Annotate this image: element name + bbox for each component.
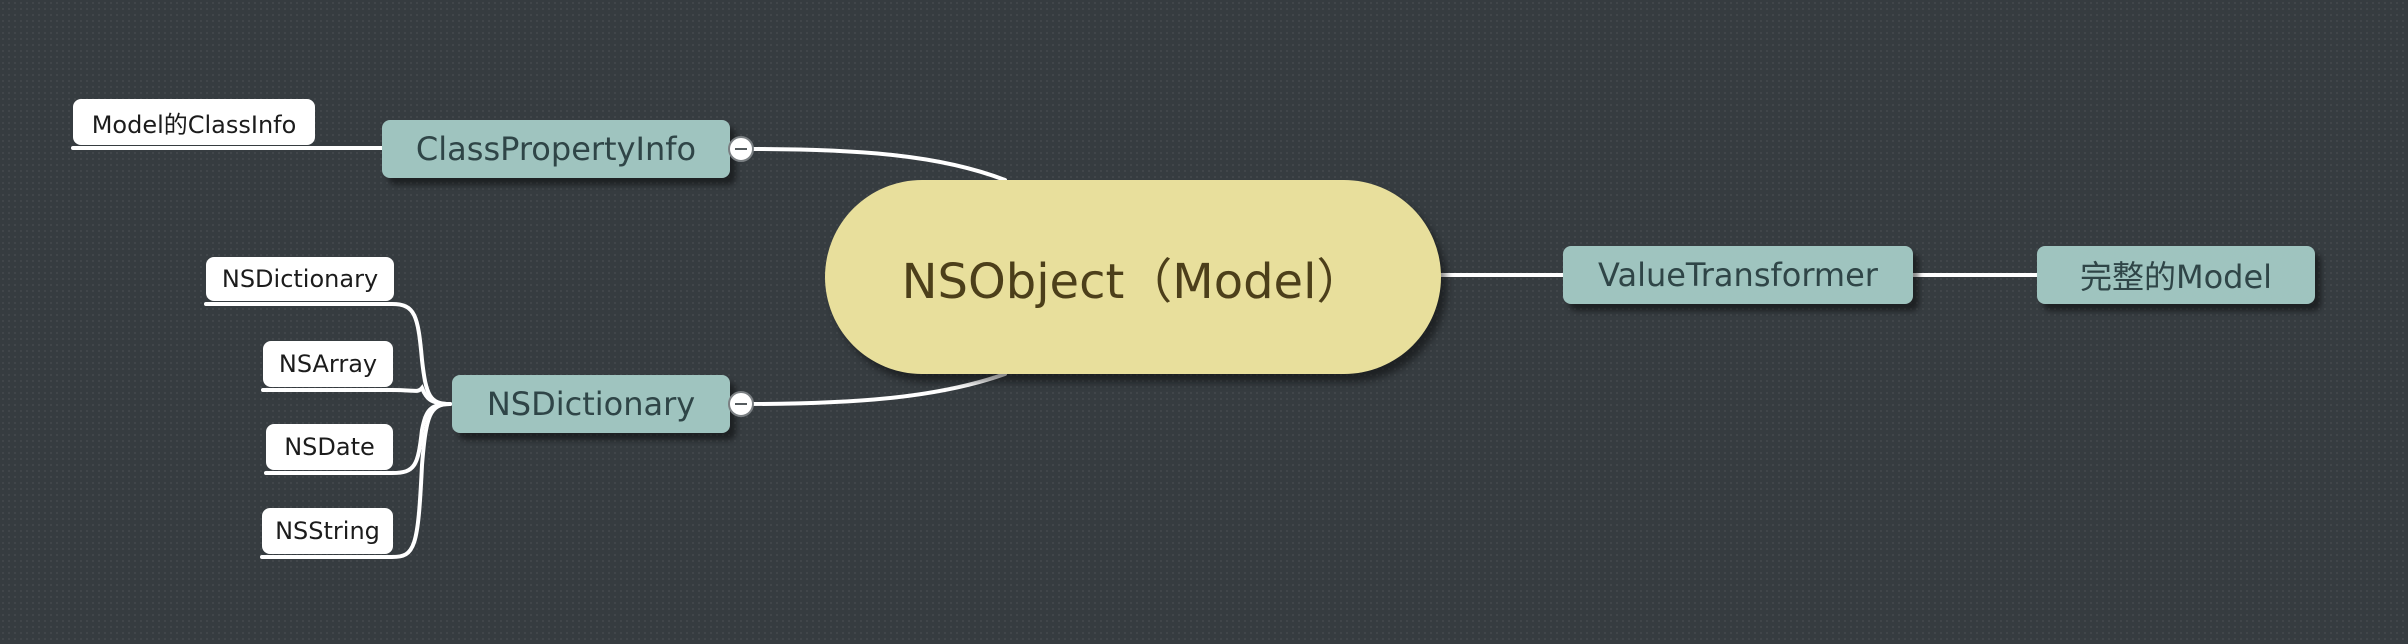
connector-nsdictionary-child-4 (260, 402, 452, 559)
topic-complete-model-label: 完整的Model (2079, 258, 2273, 296)
topic-nsdictionary-label: NSDictionary (486, 385, 696, 423)
subtopic-nsdictionary[interactable]: NSDictionary (206, 257, 394, 301)
subtopic-nsdate[interactable]: NSDate (266, 424, 393, 470)
connector-nsdictionary-child-2 (261, 384, 452, 406)
central-topic-label: NSObject（Model） (901, 254, 1365, 310)
subtopic-nsdate-label: NSDate (284, 433, 375, 461)
subtopic-nsdictionary-label: NSDictionary (221, 265, 379, 293)
collapse-toggle-nsdictionary[interactable] (728, 391, 754, 417)
subtopic-nsarray-label: NSArray (278, 350, 378, 378)
subtopic-nsstring[interactable]: NSString (262, 508, 393, 554)
topic-classpropertyinfo[interactable]: ClassPropertyInfo (382, 120, 730, 178)
connector-central-classpropertyinfo (743, 147, 1007, 182)
subtopic-nsarray[interactable]: NSArray (263, 341, 393, 387)
subtopic-model-classinfo[interactable]: Model的ClassInfo (73, 99, 315, 145)
subtopic-nsstring-label: NSString (275, 517, 380, 545)
central-topic[interactable]: NSObject（Model） (825, 180, 1441, 374)
topic-complete-model[interactable]: 完整的Model (2037, 246, 2315, 304)
topic-nsdictionary[interactable]: NSDictionary (452, 375, 730, 433)
subtopic-model-classinfo-label: Model的ClassInfo (91, 110, 297, 139)
topic-classpropertyinfo-label: ClassPropertyInfo (415, 130, 697, 168)
collapse-toggle-classpropertyinfo[interactable] (728, 136, 754, 162)
connector-central-nsdictionary (743, 372, 1007, 406)
topic-valuetransformer-label: ValueTransformer (1598, 256, 1878, 294)
topic-valuetransformer[interactable]: ValueTransformer (1563, 246, 1913, 304)
